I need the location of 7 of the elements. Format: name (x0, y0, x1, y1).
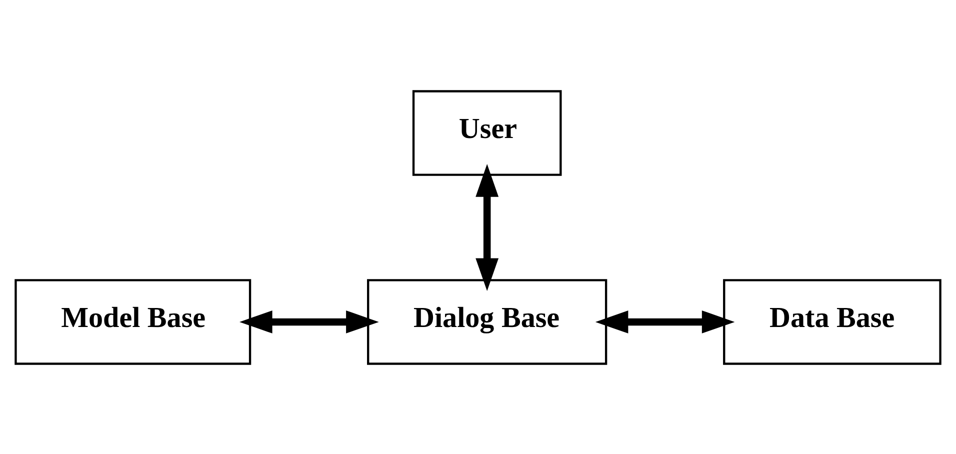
arrow (595, 310, 735, 333)
node-box: Model Base (14, 278, 252, 364)
node-box: Dialog Base (367, 278, 608, 364)
node-box: Data Base (723, 278, 942, 364)
arrow (240, 310, 379, 333)
node-box: User (412, 90, 562, 176)
arrow (476, 164, 499, 291)
